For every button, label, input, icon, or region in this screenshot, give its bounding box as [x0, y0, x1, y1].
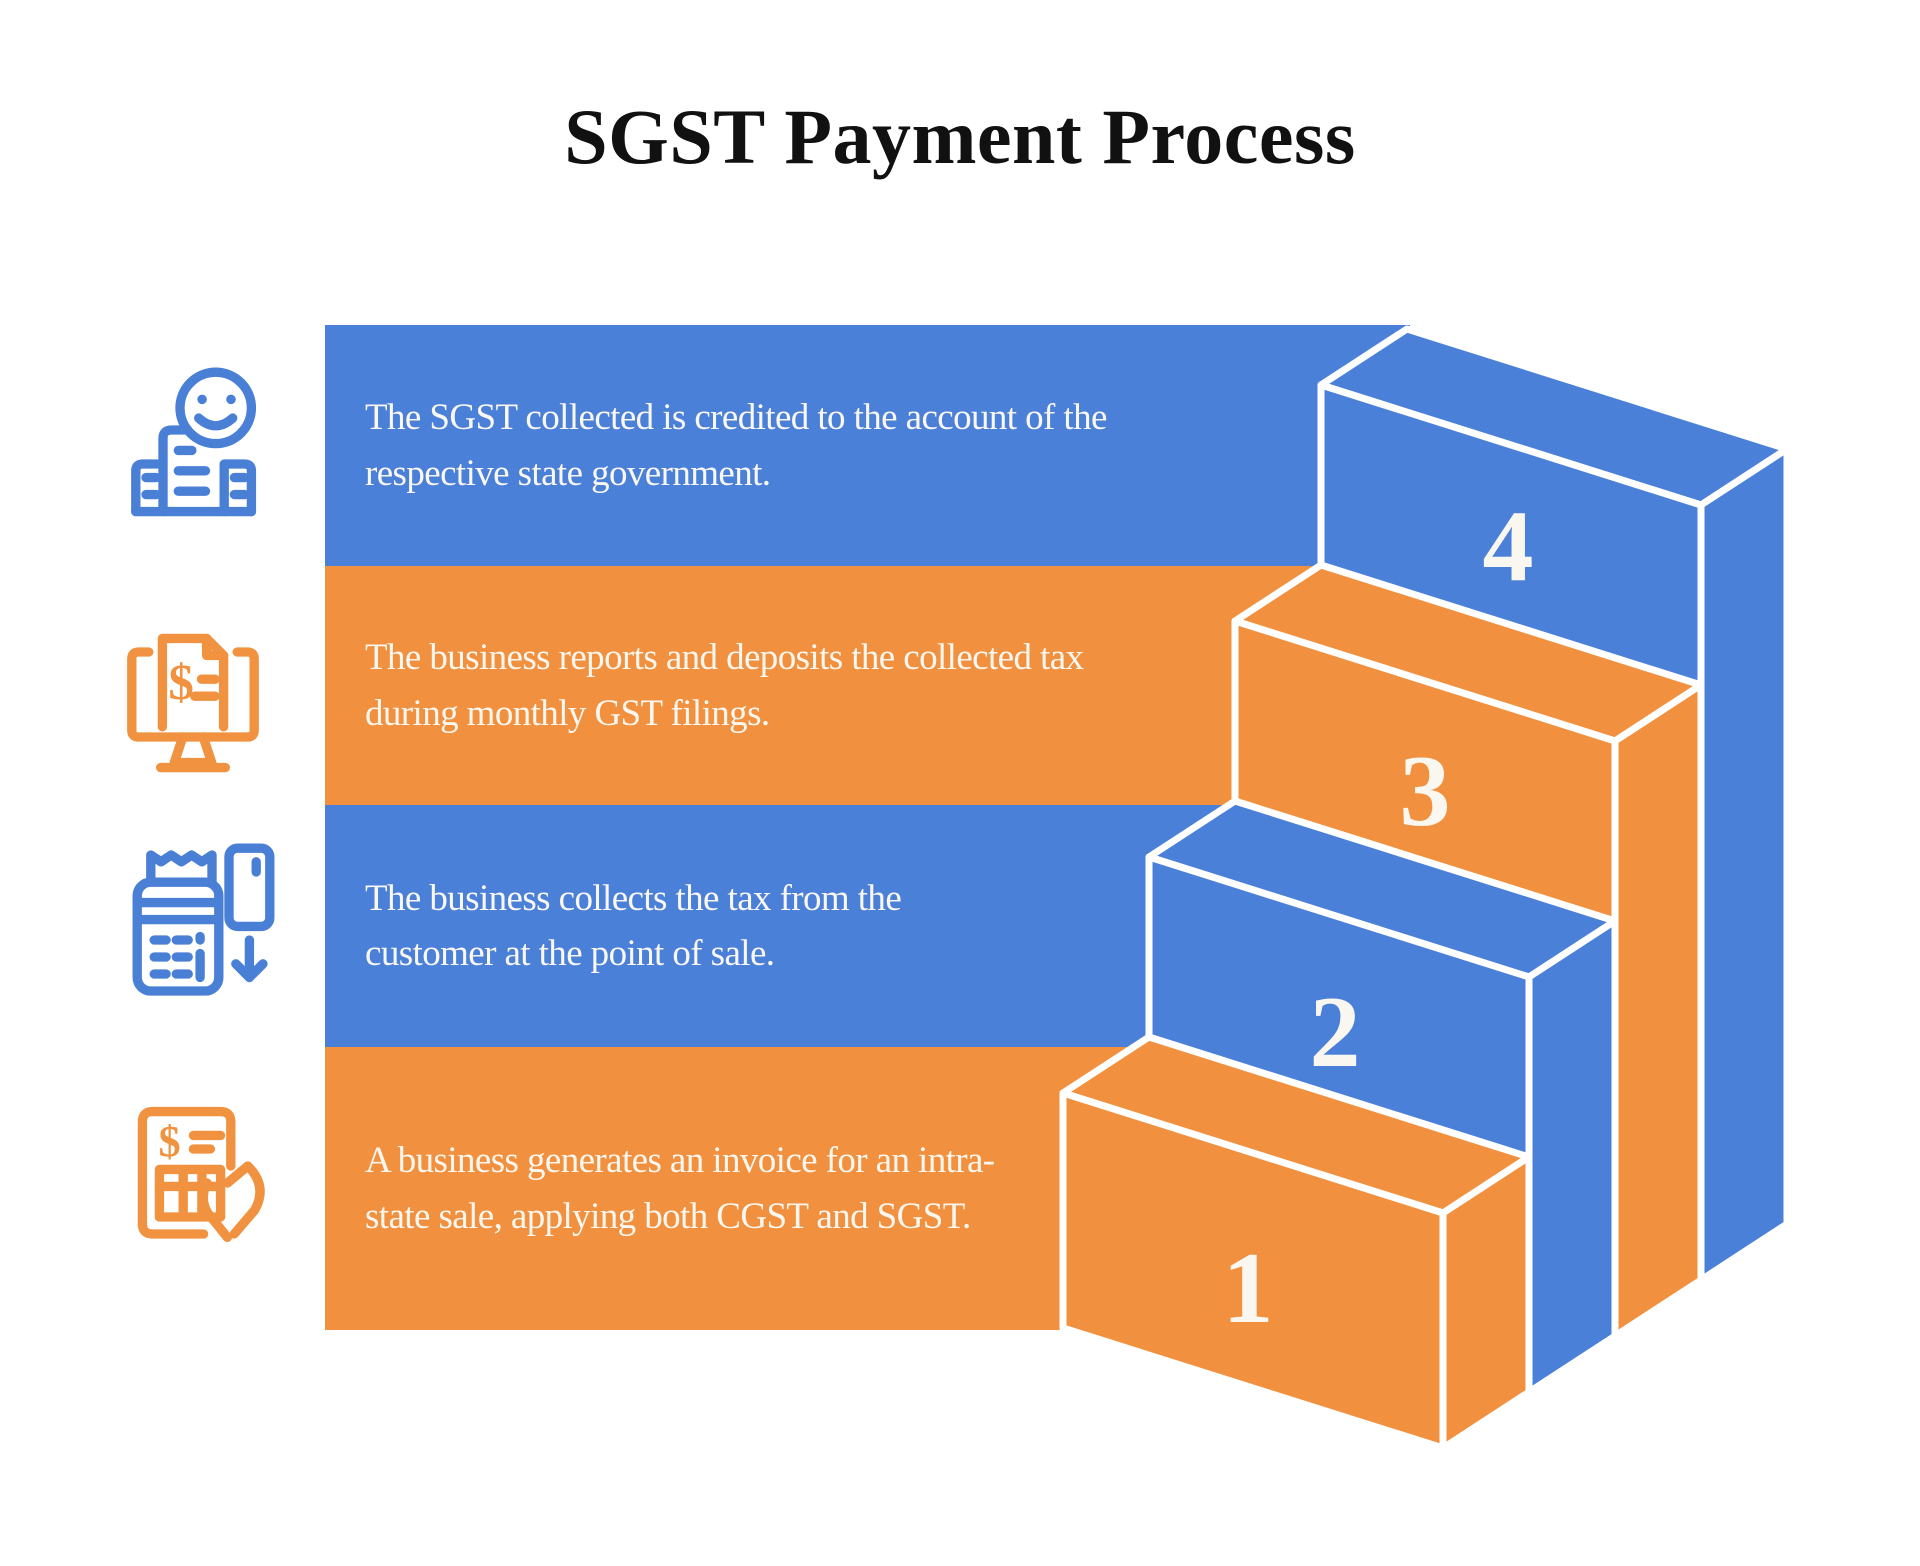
band-step-4: The SGST collected is credited to the ac… — [325, 325, 1410, 566]
pos-terminal-card-strokes — [132, 843, 275, 996]
band-step-2-text: The business collects the tax from the c… — [365, 877, 902, 975]
band-step-3: The business reports and deposits the co… — [325, 566, 1410, 805]
band-step-4-text: The SGST collected is credited to the ac… — [365, 397, 1107, 494]
happy-customer-eyes — [197, 394, 236, 405]
stair-2-side-face — [1525, 917, 1619, 1396]
invoice-hand-strokes — [137, 1106, 265, 1243]
stair-1-side-face — [1439, 1153, 1533, 1452]
stair-number-4: 4 — [1483, 490, 1534, 603]
monitor-invoice-icon: $ — [108, 618, 278, 788]
page-title: SGST Payment Process — [564, 93, 1356, 180]
band-step-3-text: The business reports and deposits the co… — [365, 637, 1084, 734]
band-step-1: A business generates an invoice for an i… — [325, 1047, 1410, 1330]
invoice-hand-icon: $ — [105, 1098, 275, 1268]
happy-customer-receipt-strokes — [131, 367, 257, 517]
band-step-1-text: A business generates an invoice for an i… — [365, 1140, 995, 1237]
pos-terminal-card-icon — [110, 838, 280, 1008]
monitor-invoice-strokes — [127, 633, 259, 773]
invoice-dollar-sign: $ — [159, 1117, 181, 1166]
band-step-2: The business collects the tax from the c… — [325, 805, 1410, 1047]
monitor-dollar-sign: $ — [168, 656, 194, 712]
stair-3-side-face — [1611, 681, 1705, 1340]
happy-customer-receipt-icon — [112, 362, 282, 532]
stair-4-side-face — [1697, 445, 1791, 1284]
